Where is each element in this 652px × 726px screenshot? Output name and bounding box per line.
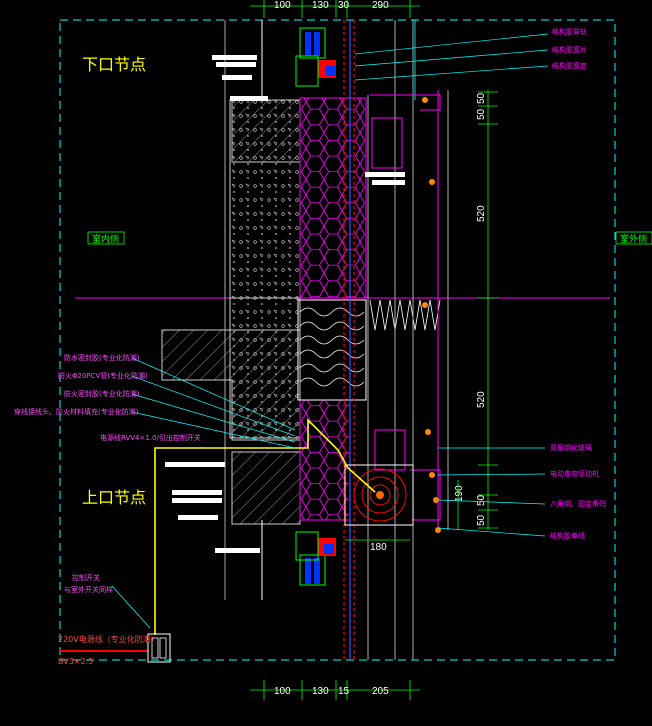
- label-right-top-1: 结构胶导轨: [552, 27, 587, 36]
- right-dimension-chain: 50 50 520 520 190 50 50: [454, 90, 498, 530]
- control-switch[interactable]: [147, 633, 171, 663]
- dim-right-2: 50: [476, 108, 487, 120]
- label-power-1: 220V电源线（专业化防潮）: [58, 634, 159, 644]
- mineral-wool: [369, 299, 441, 331]
- dim-right-5: 190: [454, 485, 465, 502]
- dim-top-2: 130: [312, 0, 329, 11]
- label-left-1: 防水密封胶(专业化防潮): [64, 353, 140, 362]
- insulation-band: [297, 299, 367, 401]
- dim-right-4: 520: [476, 391, 487, 408]
- brackets: [370, 94, 441, 521]
- dim-bottom-4: 205: [372, 686, 389, 697]
- insulation-lower: [299, 399, 351, 521]
- label-power-2: BV3×2.5: [58, 657, 93, 666]
- leader-lines: [111, 33, 549, 629]
- beam-block-top: [231, 99, 301, 163]
- drawing-frame: [59, 19, 616, 661]
- label-right-mid-3: 八角钢、固定角码: [550, 499, 606, 508]
- label-right-top-3: 结构胶宽度: [552, 61, 587, 70]
- dim-top-3: 30: [338, 0, 350, 11]
- anchors: [422, 97, 441, 533]
- dim-right-6: 50: [476, 494, 487, 506]
- label-outdoor: 室外侧: [620, 233, 647, 245]
- top-dimension-chain: 100 130 30 290: [250, 0, 420, 18]
- insulation-upper: [299, 97, 367, 299]
- dim-bottom-3: 15: [338, 686, 350, 697]
- label-switch-1: 控制开关: [72, 573, 100, 582]
- dim-right-3: 520: [476, 205, 487, 222]
- label-cable: 电源线RVV4×1.0/引出控制开关: [100, 433, 201, 442]
- dim-right-7: 50: [476, 514, 487, 526]
- insulation-band-waves: [299, 307, 365, 387]
- dim-top-1: 100: [274, 0, 291, 11]
- label-right-mid-2: 电动卷帘驱动机: [550, 469, 599, 478]
- label-indoor: 室内侧: [92, 233, 119, 245]
- dim-bottom-1: 100: [274, 686, 291, 697]
- bottom-dimension-chain: 100 130 15 205: [250, 680, 420, 700]
- title-upper-node: 上口节点: [82, 488, 146, 507]
- dim-bottom-2: 130: [312, 686, 329, 697]
- dim-right-1: 50: [476, 92, 487, 104]
- label-left-2: 防火Φ20PCV管(专业化防潮): [58, 371, 148, 380]
- floor-slab: [161, 329, 301, 441]
- dim-top-4: 290: [372, 0, 389, 11]
- label-switch-2: 与室外开关同样: [64, 585, 113, 594]
- label-right-mid-4: 结构胶单线: [550, 531, 585, 540]
- facade-lines: [224, 20, 449, 660]
- label-right-mid-1: 双层钢化玻璃: [550, 443, 592, 452]
- beam-block-bottom: [231, 451, 301, 525]
- label-right-top-2: 结构胶宽片: [552, 45, 587, 54]
- roller-motor: [344, 464, 414, 526]
- placeholder-bars: [165, 55, 405, 553]
- label-left-3: 防火密封胶(专业化防潮): [64, 389, 140, 398]
- cable-route: [154, 418, 376, 635]
- window-top: [295, 27, 336, 87]
- title-lower-node: 下口节点: [82, 55, 146, 74]
- label-left-4: 穿线接线头、防火材料填充(专业化防潮): [14, 407, 139, 416]
- dim-mid: 180: [370, 542, 387, 553]
- window-bottom: [295, 531, 336, 586]
